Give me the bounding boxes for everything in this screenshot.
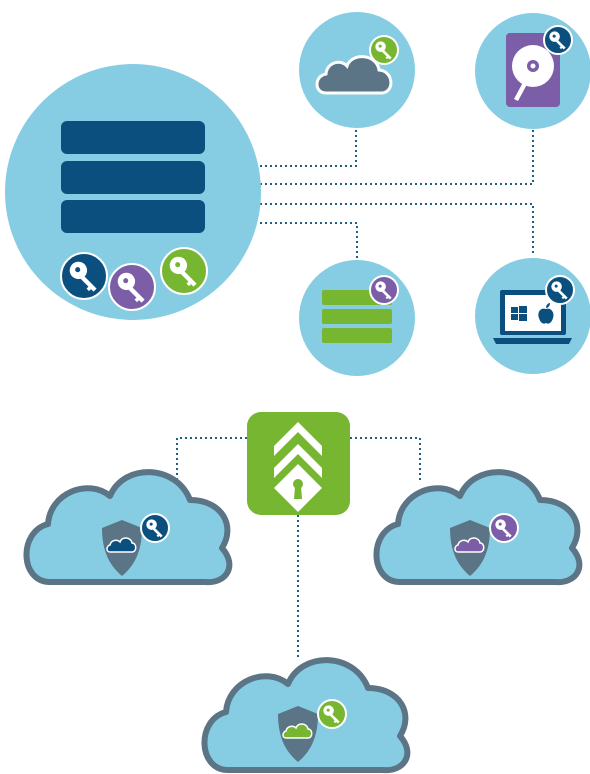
purple-key-icon xyxy=(489,513,519,543)
laptop-icon xyxy=(493,290,572,344)
cloud-icon xyxy=(315,55,393,95)
green-storage-node xyxy=(299,260,415,376)
link-manager-left-cloud xyxy=(176,437,247,492)
navy-key-icon xyxy=(140,513,170,543)
shield-icon xyxy=(450,520,490,576)
database-node xyxy=(5,64,261,320)
link-database-laptop xyxy=(260,203,534,256)
apple-icon xyxy=(538,303,554,324)
windows-icon xyxy=(511,306,527,321)
green-key-icon xyxy=(160,247,208,295)
navy-key-icon xyxy=(545,275,575,305)
navy-key-icon xyxy=(543,25,573,55)
green-key-icon xyxy=(369,35,399,65)
purple-key-icon xyxy=(369,275,399,305)
cloud-storage-node xyxy=(299,12,415,128)
hard-drive-icon xyxy=(506,33,560,107)
bottom-cloud-node xyxy=(201,657,411,774)
connector-lines xyxy=(176,125,534,660)
green-key-icon xyxy=(317,699,347,729)
left-cloud-node xyxy=(23,469,233,586)
key-manager-app-icon xyxy=(247,412,350,515)
navy-key-icon xyxy=(60,252,108,300)
hard-drive-node xyxy=(475,13,590,129)
laptop-node xyxy=(475,258,590,374)
shield-icon xyxy=(102,520,142,576)
link-database-storage xyxy=(260,222,358,262)
link-database-hard-drive xyxy=(260,130,534,185)
purple-key-icon xyxy=(108,263,156,311)
link-manager-right-cloud xyxy=(350,437,421,480)
database-server-icon xyxy=(61,121,205,233)
shield-icon xyxy=(278,706,318,762)
link-database-cloud xyxy=(260,125,357,167)
right-cloud-node xyxy=(373,469,583,586)
